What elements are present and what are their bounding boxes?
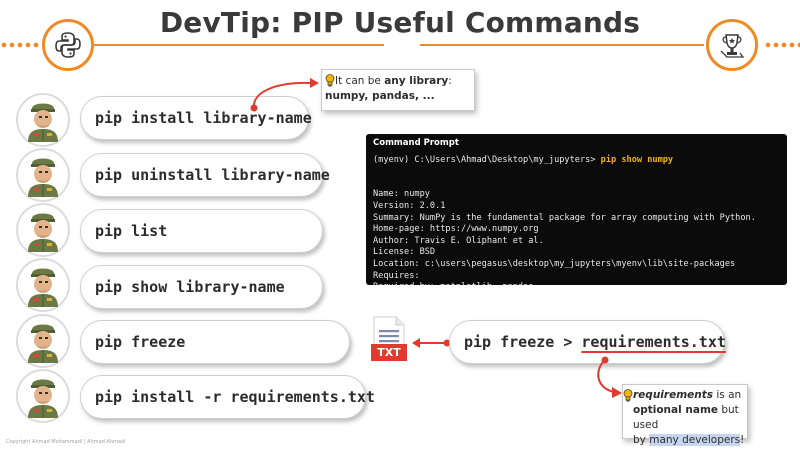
avatar <box>18 95 68 145</box>
lightbulb-icon <box>623 389 633 402</box>
soldier-avatar-icon <box>28 158 58 197</box>
python-logo-icon <box>55 32 81 58</box>
terminal-prompt-line: (myenv) C:\Users\Ahmad\Desktop\my_jupyte… <box>373 155 780 167</box>
double-arrow <box>412 338 451 348</box>
command-pill-list: pip list <box>80 209 323 253</box>
command-pill-show: pip show library-name <box>80 265 323 309</box>
avatar <box>18 150 68 200</box>
tip-any-library-line1: It can be any library: <box>335 74 474 89</box>
tip-requirements-line2: optional name but used <box>633 403 747 433</box>
command-prompt-window: Command Prompt (myenv) C:\Users\Ahmad\Des… <box>366 134 787 285</box>
trophy-logo <box>706 19 758 71</box>
terminal-output-line: License: BSD <box>373 247 436 258</box>
command-pill-install-requirements: pip install -r requirements.txt <box>80 375 375 419</box>
page-title: DevTip: PIP Useful Commands <box>159 6 641 39</box>
soldier-avatar-icon <box>28 213 58 252</box>
header-dots-left <box>0 42 40 48</box>
tip-bold: any library <box>384 75 449 87</box>
terminal-output-line: Name: numpy <box>373 189 430 200</box>
trophy-icon <box>720 34 745 58</box>
arrow-requirements-to-tip <box>597 356 622 398</box>
terminal-command: pip show numpy <box>600 154 674 165</box>
tip-text: : <box>448 75 452 87</box>
tip-requirements-line3: by many developers! <box>633 433 747 448</box>
header-line-left <box>94 44 384 46</box>
tip-text: is an <box>713 389 742 401</box>
terminal-output-line: Version: 2.0.1 <box>373 200 446 211</box>
soldier-avatar-icon <box>28 324 58 363</box>
txt-file-icon <box>371 316 407 361</box>
tip-text: by <box>633 434 650 446</box>
avatar <box>18 316 68 366</box>
tip-highlight: many developers <box>649 434 741 446</box>
terminal-output-line: Author: Travis E. Oliphant et al. <box>373 235 544 246</box>
python-logo <box>42 19 94 71</box>
terminal-output-line: Location: c:\users\pegasus\desktop\my_ju… <box>373 258 736 269</box>
soldier-avatar-icon <box>28 268 58 307</box>
arrow-install-to-tip <box>250 78 319 112</box>
avatar <box>18 260 68 310</box>
tip-bold: optional name <box>633 404 718 416</box>
footer-copyright: Copyright Ahmad Mohammadi | Ahmad Ahmadi <box>6 439 126 445</box>
terminal-output-line: Home-page: https://www.numpy.org <box>373 224 539 235</box>
tip-text: but used <box>633 404 739 431</box>
txt-file-label: TXT <box>377 346 401 359</box>
terminal-prompt: (myenv) C:\Users\Ahmad\Desktop\my_jupyte… <box>373 154 601 165</box>
tip-text: ! <box>740 434 745 446</box>
header-dots-right <box>764 42 800 48</box>
avatar <box>18 371 68 421</box>
header-line-right <box>420 44 704 46</box>
soldier-avatar-icon <box>28 379 58 418</box>
tip-requirements-name: requirements is an optional name but use… <box>622 384 748 446</box>
tip-any-library-line2: numpy, pandas, ... <box>325 89 474 104</box>
tip-bold: numpy, pandas, ... <box>325 90 435 102</box>
freeze-redirect-prefix: pip freeze > <box>464 333 582 351</box>
tip-bold: requirements <box>633 389 713 401</box>
command-pill-install: pip install library-name <box>80 96 312 140</box>
terminal-output-line: Requires: <box>373 270 420 281</box>
command-pill-freeze: pip freeze <box>80 320 350 364</box>
terminal-output-line: Summary: NumPy is the fundamental packag… <box>373 212 756 223</box>
terminal-output-line: Required-by: matplotlib, pandas <box>373 282 780 285</box>
tip-any-library: It can be any library: numpy, pandas, ..… <box>321 69 475 111</box>
lightbulb-icon <box>325 74 335 87</box>
soldier-avatar-icon <box>28 103 58 142</box>
command-prompt-title: Command Prompt <box>373 138 459 148</box>
tip-text: It can be <box>335 75 385 87</box>
freeze-redirect-file: requirements.txt <box>581 333 726 351</box>
freeze-redirect-pill: pip freeze > requirements.txt <box>449 320 726 364</box>
avatar <box>18 205 68 255</box>
tip-requirements-line1: requirements is an <box>633 388 747 403</box>
command-pill-uninstall: pip uninstall library-name <box>80 153 330 197</box>
